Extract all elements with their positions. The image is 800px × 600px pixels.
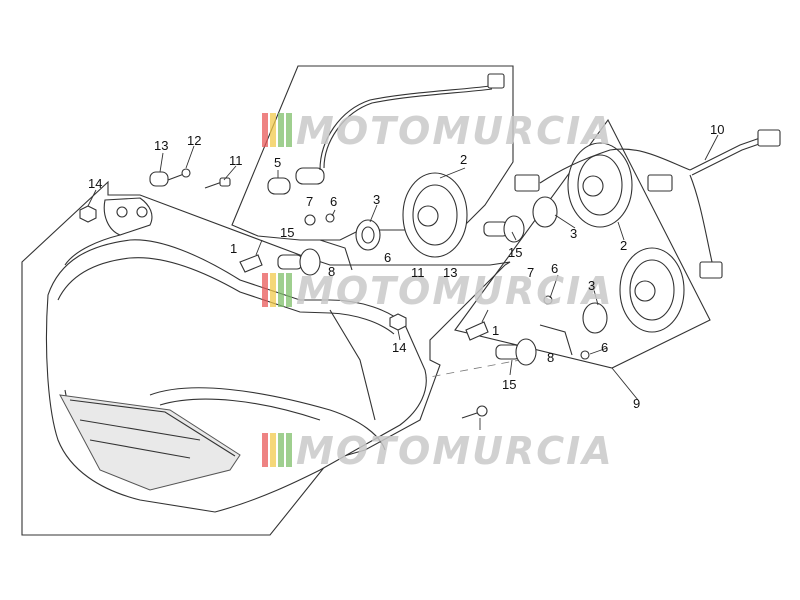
watermark-stripe xyxy=(286,433,292,467)
watermark-top: MOTOMURCIA xyxy=(262,109,614,153)
screw-bottom xyxy=(461,405,488,430)
grommet-1 xyxy=(239,239,263,273)
headlight-housing xyxy=(45,197,427,513)
watermark-stripe xyxy=(270,273,276,307)
spring-clip-8 xyxy=(319,239,353,271)
watermark-stripe xyxy=(262,273,268,307)
watermark-stripe xyxy=(286,273,292,307)
connector-right xyxy=(647,174,723,279)
svg-text:MOTOMURCIA: MOTOMURCIA xyxy=(296,269,614,313)
callout-2: 2 xyxy=(460,152,467,167)
lamp-kit-frame xyxy=(454,118,711,369)
callout-9: 9 xyxy=(633,396,640,411)
nut-14b xyxy=(389,313,407,331)
grommet-1b xyxy=(465,309,489,341)
watermark-stripe xyxy=(270,433,276,467)
callout-3b: 3 xyxy=(570,226,577,241)
watermark-stripe xyxy=(278,433,284,467)
watermark-stripe xyxy=(262,113,268,147)
callout-13: 13 xyxy=(154,138,168,153)
connector-upper xyxy=(514,148,691,192)
reflector-2 xyxy=(402,172,468,258)
callout-11b: 11 xyxy=(411,265,425,280)
bulb-15-lower xyxy=(495,338,537,366)
callout-6b: 6 xyxy=(384,250,391,265)
wiring-harness-upper xyxy=(319,73,505,171)
callout-14b: 14 xyxy=(392,340,406,355)
watermark-stripe xyxy=(278,273,284,307)
callout-3c: 3 xyxy=(588,278,595,293)
svg-text:MOTOMURCIA: MOTOMURCIA xyxy=(296,109,614,153)
callout-8b: 8 xyxy=(547,350,554,365)
bulb-holder-3-right xyxy=(532,196,558,228)
clip-7 xyxy=(304,214,316,226)
callout-7: 7 xyxy=(306,194,313,209)
callout-1: 1 xyxy=(230,241,237,256)
leader-lines xyxy=(87,134,719,401)
watermark-middle: MOTOMURCIA xyxy=(262,269,614,313)
callout-10: 10 xyxy=(710,122,724,137)
bulb-15-left xyxy=(277,248,321,276)
watermark-stripe xyxy=(262,433,268,467)
callout-8: 8 xyxy=(328,264,335,279)
callout-6d: 6 xyxy=(601,340,608,355)
callout-15b: 15 xyxy=(508,245,522,260)
screw-12 xyxy=(167,168,191,181)
svg-text:MOTOMURCIA: MOTOMURCIA xyxy=(296,429,614,473)
watermark-bottom: MOTOMURCIA xyxy=(262,429,614,473)
callout-6c: 6 xyxy=(551,261,558,276)
callout-14: 14 xyxy=(88,176,102,191)
callout-labels: 13 12 11 14 5 2 7 6 3 1 15 8 6 11 13 7 1… xyxy=(88,122,724,411)
callout-7b: 7 xyxy=(527,265,534,280)
bulb-5 xyxy=(267,167,325,195)
wiring-kit-frame xyxy=(231,65,514,241)
wiring-harness-10 xyxy=(689,129,781,176)
nut-14 xyxy=(79,205,97,223)
callout-12: 12 xyxy=(187,133,201,148)
watermark-stripe xyxy=(270,113,276,147)
watermark-stripe xyxy=(286,113,292,147)
callout-3: 3 xyxy=(373,192,380,207)
bulb-15-right xyxy=(483,215,525,243)
bushing-13 xyxy=(149,171,169,187)
callout-6: 6 xyxy=(330,194,337,209)
watermark-stripe xyxy=(278,113,284,147)
callout-2b: 2 xyxy=(620,238,627,253)
callout-11: 11 xyxy=(229,153,243,168)
reflector-2-lower xyxy=(619,247,685,333)
screw-11 xyxy=(204,177,231,189)
callout-15: 15 xyxy=(280,225,294,240)
spring-clip-8-lower xyxy=(539,324,573,356)
reflector-2-upper xyxy=(567,142,633,228)
callout-15c: 15 xyxy=(502,377,516,392)
bulb-holder-3 xyxy=(355,219,381,251)
callout-1b: 1 xyxy=(492,323,499,338)
callout-5: 5 xyxy=(274,155,281,170)
callout-13b: 13 xyxy=(443,265,457,280)
bulb-holder-3-lower xyxy=(582,302,608,334)
